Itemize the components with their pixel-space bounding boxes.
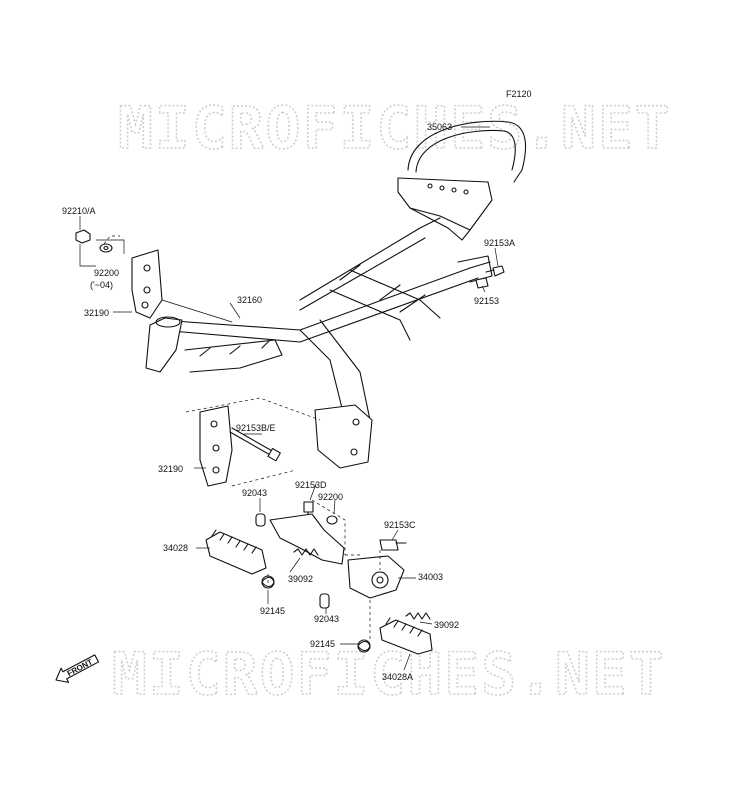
label-39092-right: 39092 [434,620,459,630]
front-arrow: FRONT [55,654,100,683]
label-35063: 35063 [427,122,452,132]
label-92200-lower: 92200 [318,492,343,502]
left-footpeg-drawing [205,529,275,589]
leader-lines [79,126,499,671]
label-92153c: 92153C [384,520,416,530]
label-32190-lower: 32190 [158,464,183,474]
watermark-bottom: MICROFICHES.NET [112,640,666,708]
main-frame-drawing [145,217,493,469]
label-92153: 92153 [474,296,499,306]
label-32160: 32160 [237,295,262,305]
label-92200-note: ('~04) [90,280,113,290]
label-92153d: 92153D [295,480,327,490]
label-32190-upper: 32190 [84,308,109,318]
label-92153be: 92153B/E [236,423,276,433]
spring-left-drawing [293,548,319,556]
label-34028a: 34028A [382,672,413,682]
engine-bracket-lower-drawing [199,405,233,487]
figure-code: F2120 [506,89,532,99]
front-arrow-label: FRONT [66,657,95,678]
label-92200: 92200 [94,268,119,278]
label-92153a: 92153A [484,238,515,248]
label-92043-lower: 92043 [314,614,339,624]
spring-right-drawing [405,612,431,620]
assembly-dashed-lines [103,235,381,640]
label-92210a: 92210/A [62,206,96,216]
fasteners-drawing [75,229,505,609]
label-34003: 34003 [418,572,443,582]
watermark-top: MICROFICHES.NET [118,94,672,162]
label-39092-left: 39092 [288,574,313,584]
label-92145-left: 92145 [260,606,285,616]
label-92043-upper: 92043 [242,488,267,498]
label-34028: 34028 [163,543,188,553]
footpeg-bracket-drawing [269,513,405,599]
rear-carrier-drawing [397,120,527,241]
label-92145-right: 92145 [310,639,335,649]
part-labels: 35063 92210/A 92200 ('~04) 32160 32190 9… [62,122,515,682]
engine-bracket-upper-drawing [131,249,163,319]
right-footpeg-drawing [357,617,433,655]
